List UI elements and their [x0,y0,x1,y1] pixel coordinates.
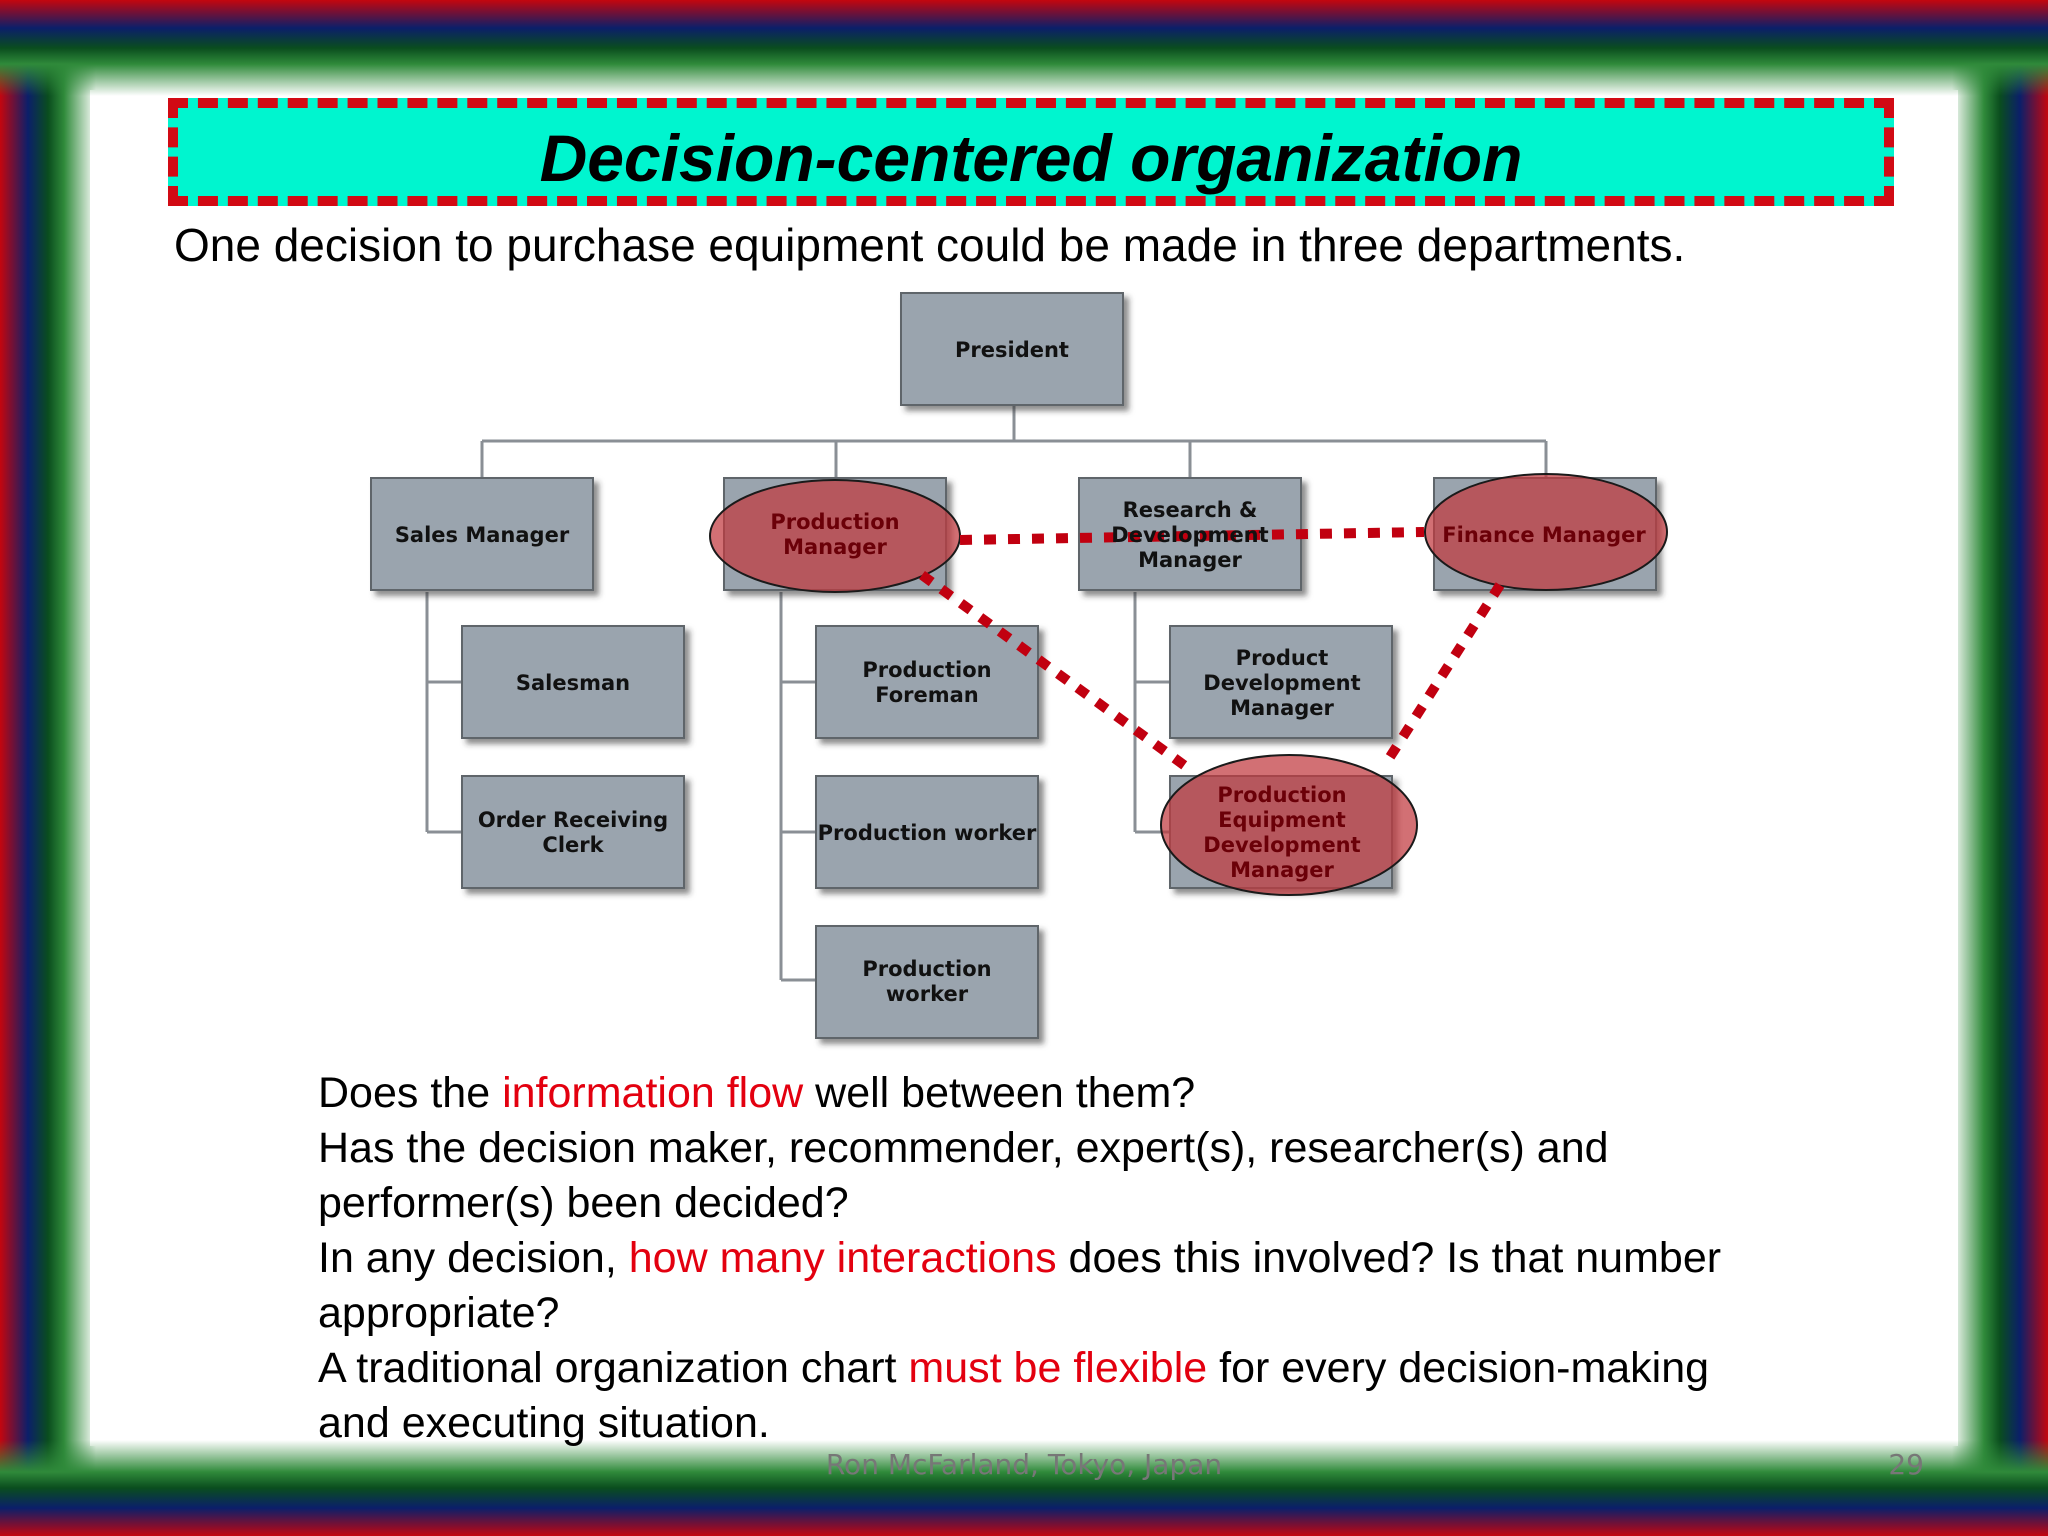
question-3-text-b: does this involved? Is that number appro… [318,1234,1722,1337]
sales-manager-label: Sales Manager [395,523,570,547]
product-dev-manager-box [1169,625,1393,739]
question-interactions: In any decision, how many interactions d… [318,1231,1768,1341]
rd-manager-box [1078,477,1302,591]
product-dev-label-3: Manager [1230,696,1334,720]
rd-manager-label-2: Development [1111,523,1268,547]
production-foreman-box [815,625,1039,739]
org-labels: President Sales Manager Salesman Order R… [395,338,1647,1006]
question-4-text-b: for every decision-making and executing … [318,1344,1710,1447]
order-clerk-label-2: Clerk [542,833,604,857]
production-worker-2-label-1: Production [862,957,991,981]
president-label: President [955,338,1069,362]
production-worker-2-box [815,925,1039,1039]
product-dev-label-2: Development [1203,671,1360,695]
production-worker-box [815,775,1039,889]
discussion-questions: Does the information flow well between t… [318,1066,1768,1451]
decision-links [919,527,1505,773]
rd-manager-label-1: Research & [1123,498,1258,522]
org-boxes [370,292,1657,1039]
link-production-to-finance [959,527,1425,545]
finance-manager-label: Finance Manager [1442,523,1646,547]
slide-subtitle: One decision to purchase equipment could… [174,219,1686,271]
ped-label-4: Manager [1230,858,1334,882]
production-worker-2-label-2: worker [886,982,969,1006]
ped-label-1: Production [1217,783,1346,807]
title-banner: Decision-centered organization [168,98,1894,206]
question-1-highlight: information flow [502,1069,804,1117]
production-worker-label: Production worker [818,821,1037,845]
question-1-text-a: Does the [318,1069,503,1117]
production-manager-label-2: Manager [783,535,887,559]
salesman-label: Salesman [516,671,630,695]
order-clerk-label-1: Order Receiving [478,808,668,832]
sales-manager-box [370,477,594,591]
salesman-box [461,625,685,739]
production-manager-label-1: Production [770,510,899,534]
question-4-text-a: A traditional organization chart [318,1344,909,1392]
production-foreman-label-2: Foreman [875,683,979,707]
question-roles-decided: Has the decision maker, recommender, exp… [318,1124,1609,1227]
link-finance-to-ped [1385,582,1505,760]
finance-manager-highlight [1424,473,1668,591]
question-4-highlight: must be flexible [908,1344,1208,1392]
production-foreman-label-1: Production [862,658,991,682]
ped-manager-highlight [1160,754,1418,896]
question-information-flow: Does the information flow well between t… [318,1066,1768,1121]
page-number: 29 [1888,1448,1924,1481]
question-3-highlight: how many interactions [628,1234,1057,1282]
slide-title: Decision-centered organization [539,121,1523,195]
ped-label-3: Development [1203,833,1360,857]
question-1-text-b: well between them? [803,1069,1196,1117]
product-dev-label-1: Product [1236,646,1329,670]
president-box [900,292,1124,406]
slide-footer: Ron McFarland, Tokyo, Japan [825,1448,1223,1481]
ped-label-2: Equipment [1218,808,1346,832]
question-3-text-a: In any decision, [318,1234,629,1282]
org-connectors [425,405,1548,982]
decision-highlights [709,473,1668,896]
rd-manager-label-3: Manager [1138,548,1242,572]
order-clerk-box [461,775,685,889]
question-flexibility: A traditional organization chart must be… [318,1341,1768,1451]
link-production-to-ped [919,570,1191,773]
